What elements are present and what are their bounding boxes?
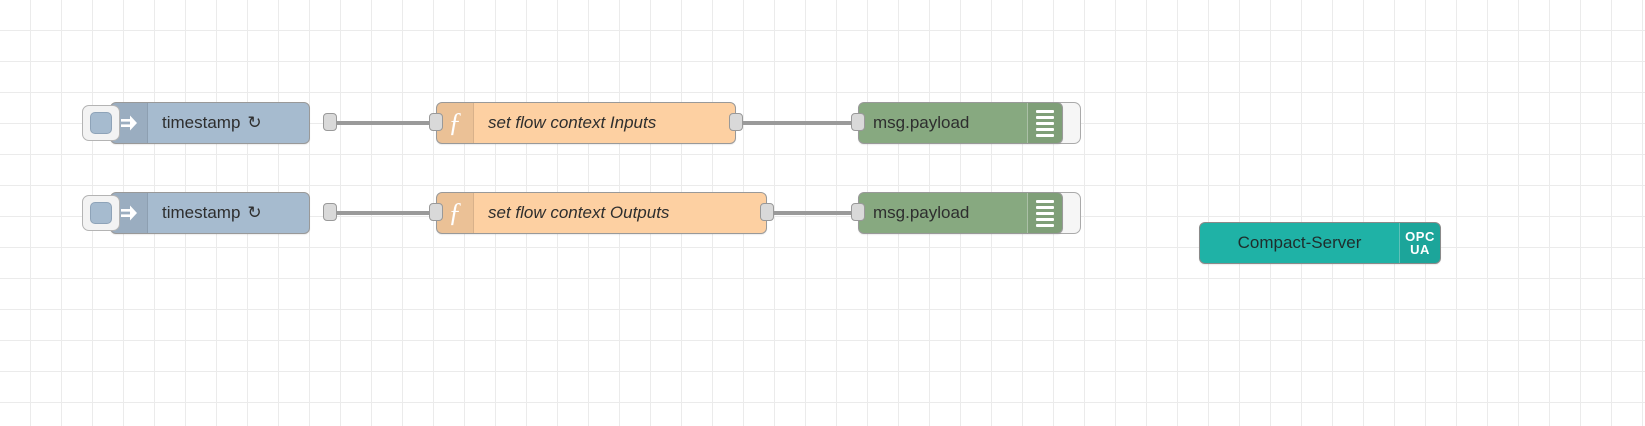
function-f-glyph: ƒ (448, 196, 462, 227)
function-node-label: set flow context Inputs (488, 113, 657, 132)
function-f-icon: ƒ (437, 103, 474, 143)
debug-input-port[interactable] (851, 203, 865, 221)
function-node[interactable]: ƒ set flow context Outputs (436, 192, 767, 234)
inject-output-port[interactable] (323, 113, 337, 131)
debug-lines-icon (1036, 109, 1054, 137)
debug-enable-toggle[interactable] (1027, 193, 1062, 233)
debug-node-label: msg.payload (873, 113, 970, 132)
inject-node[interactable]: timestamp ↻ (82, 192, 310, 234)
wire-function-to-debug[interactable] (762, 211, 858, 215)
debug-node-label: msg.payload (873, 203, 970, 222)
debug-enable-toggle[interactable] (1027, 103, 1062, 143)
inject-output-port[interactable] (323, 203, 337, 221)
inject-trigger-button[interactable] (82, 105, 120, 141)
function-node-label: set flow context Outputs (488, 203, 670, 222)
debug-node[interactable]: msg.payload (858, 192, 1063, 234)
inject-node-label: timestamp ↻ (148, 193, 309, 233)
inject-node-body[interactable]: timestamp ↻ (110, 192, 310, 234)
debug-lines-icon (1036, 199, 1054, 227)
function-f-glyph: ƒ (448, 106, 462, 137)
inject-label-text: timestamp (162, 203, 241, 222)
function-input-port[interactable] (429, 113, 443, 131)
function-f-icon: ƒ (437, 193, 474, 233)
inject-node-label: timestamp ↻ (148, 103, 309, 143)
wire-function-to-debug[interactable] (731, 121, 858, 125)
wire-inject-to-function[interactable] (330, 121, 436, 125)
inject-trigger-button[interactable] (82, 195, 120, 231)
inject-label-text: timestamp (162, 113, 241, 132)
function-output-port[interactable] (760, 203, 774, 221)
opcua-badge-line2: UA (1410, 242, 1430, 257)
function-input-port[interactable] (429, 203, 443, 221)
inject-node-body[interactable]: timestamp ↻ (110, 102, 310, 144)
opcua-server-node[interactable]: Compact-Server OPC UA (1199, 222, 1441, 264)
opcua-badge-icon: OPC UA (1399, 223, 1440, 263)
function-output-port[interactable] (729, 113, 743, 131)
inject-trigger-button-inner (90, 112, 112, 134)
debug-input-port[interactable] (851, 113, 865, 131)
inject-repeat-icon: ↻ (247, 113, 262, 132)
inject-repeat-icon: ↻ (247, 203, 262, 222)
function-node[interactable]: ƒ set flow context Inputs (436, 102, 736, 144)
inject-node[interactable]: timestamp ↻ (82, 102, 310, 144)
opcua-badge-line1: OPC (1405, 228, 1435, 244)
debug-node[interactable]: msg.payload (858, 102, 1063, 144)
opcua-server-label: Compact-Server (1237, 233, 1362, 252)
inject-trigger-button-inner (90, 202, 112, 224)
wire-inject-to-function[interactable] (330, 211, 436, 215)
